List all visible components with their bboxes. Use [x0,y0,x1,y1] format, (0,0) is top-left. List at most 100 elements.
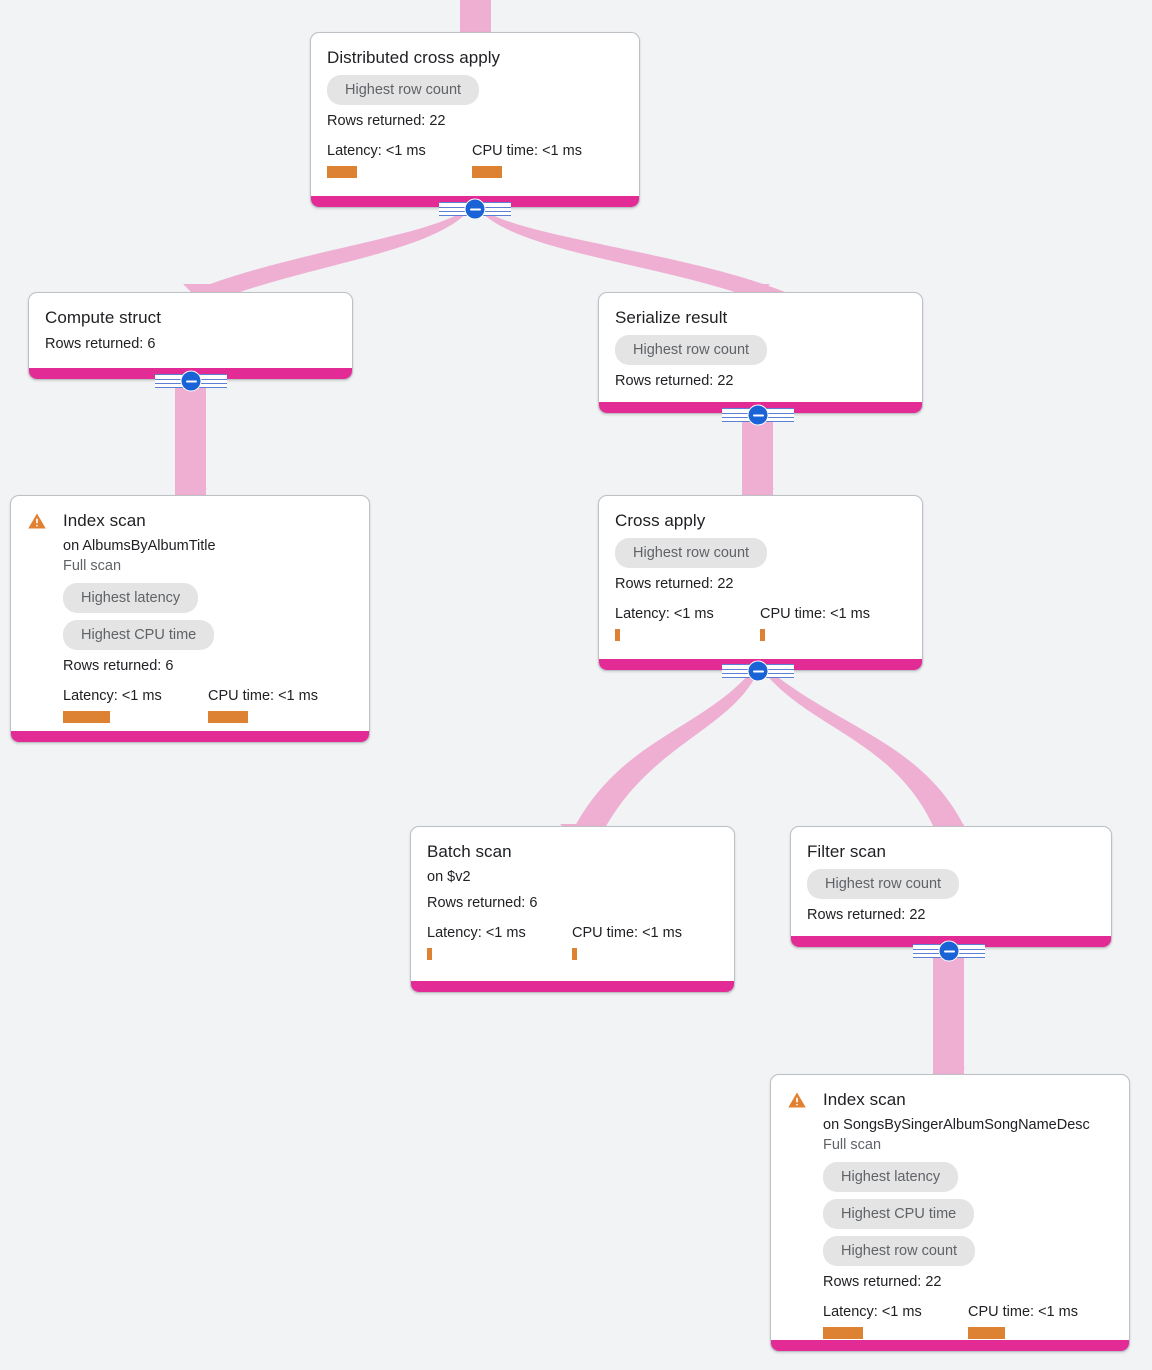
collapse-toggle-cross-apply[interactable] [722,660,794,682]
badge-highest-cpu-time: Highest CPU time [63,620,215,650]
badge-list: Highest latency [63,576,353,613]
node-body: Filter scan Highest row count Rows retur… [791,827,1111,939]
plan-node-distributed-cross-apply[interactable]: Distributed cross apply Highest row coun… [310,32,640,208]
collapse-toggle-compute-struct[interactable] [155,370,227,392]
plan-node-index-scan-songs[interactable]: Index scan on SongsBySingerAlbumSongName… [770,1074,1130,1352]
rows-returned: Rows returned: 22 [327,113,446,129]
cpu-bar [472,166,502,178]
node-title: Index scan [63,511,146,530]
node-accent-bar [11,731,369,742]
node-body: Index scan on SongsBySingerAlbumSongName… [771,1075,1129,1351]
scan-target: on AlbumsByAlbumTitle [63,538,216,554]
cpu-bar [760,629,765,641]
latency-metric: Latency: <1 ms [615,605,760,641]
node-title-row: Distributed cross apply [327,47,623,68]
node-body: Index scan on AlbumsByAlbumTitle Full sc… [11,496,369,737]
rows-returned: Rows returned: 22 [807,907,926,923]
cpu-metric: CPU time: <1 ms [472,142,582,178]
cpu-label: CPU time: <1 ms [208,688,318,704]
cpu-bar [968,1327,1005,1339]
metrics-row: Latency: <1 ms CPU time: <1 ms [427,924,718,960]
latency-metric: Latency: <1 ms [63,687,208,723]
badge-list: Highest row count [615,531,906,568]
rows-returned: Rows returned: 22 [615,576,734,592]
node-details: on SongsBySingerAlbumSongNameDesc Full s… [787,1115,1113,1339]
warning-triangle-icon [788,1092,806,1108]
plan-node-compute-struct[interactable]: Compute struct Rows returned: 6 [28,292,353,380]
badge-highest-row-count: Highest row count [807,869,960,899]
rows-returned: Rows returned: 6 [427,895,538,911]
minus-icon [747,660,769,682]
scan-type: Full scan [823,1137,882,1153]
latency-label: Latency: <1 ms [63,688,162,704]
node-title-row: Filter scan [807,841,1095,862]
node-title: Compute struct [45,308,161,327]
node-body: Compute struct Rows returned: 6 [29,293,352,368]
cpu-metric: CPU time: <1 ms [968,1303,1078,1339]
minus-icon [464,198,486,220]
collapse-toggle-filter-scan[interactable] [913,940,985,962]
cpu-label: CPU time: <1 ms [760,606,870,622]
latency-bar [615,629,620,641]
node-body: Cross apply Highest row count Rows retur… [599,496,922,655]
node-title: Batch scan [427,842,512,861]
node-body: Distributed cross apply Highest row coun… [311,33,639,192]
badge-highest-latency: Highest latency [823,1162,959,1192]
metrics-row: Latency: <1 ms CPU time: <1 ms [63,687,353,723]
cpu-metric: CPU time: <1 ms [760,605,870,641]
edge-filter-scan-to-index-scan [933,950,964,1080]
cpu-label: CPU time: <1 ms [572,925,682,941]
node-accent-bar [411,981,734,992]
latency-bar [63,711,110,723]
cpu-bar [572,948,577,960]
badge-highest-row-count: Highest row count [327,75,480,105]
scan-target: on $v2 [427,869,471,885]
latency-metric: Latency: <1 ms [823,1303,968,1339]
collapse-toggle-distributed-cross-apply[interactable] [439,198,511,220]
rows-returned: Rows returned: 6 [63,658,174,674]
badge-highest-row-count: Highest row count [615,335,768,365]
node-title: Distributed cross apply [327,48,501,67]
node-title: Serialize result [615,308,728,327]
cpu-bar [208,711,248,723]
latency-bar [327,166,357,178]
node-body: Batch scan on $v2 Rows returned: 6 Laten… [411,827,734,974]
cpu-metric: CPU time: <1 ms [208,687,318,723]
scan-type: Full scan [63,558,122,574]
badge-list: Highest CPU time [823,1192,1113,1229]
rows-returned: Rows returned: 22 [615,373,734,389]
latency-bar [427,948,432,960]
plan-node-serialize-result[interactable]: Serialize result Highest row count Rows … [598,292,923,414]
latency-label: Latency: <1 ms [823,1304,922,1320]
metrics-row: Latency: <1 ms CPU time: <1 ms [327,142,623,178]
node-title-row: Compute struct [45,307,336,328]
rows-returned: Rows returned: 6 [45,336,156,352]
node-title-row: Batch scan [427,841,718,862]
plan-node-batch-scan[interactable]: Batch scan on $v2 Rows returned: 6 Laten… [410,826,735,993]
minus-icon [938,940,960,962]
badge-list: Highest row count [807,862,1095,899]
plan-node-cross-apply[interactable]: Cross apply Highest row count Rows retur… [598,495,923,671]
edge-compute-struct-to-index-scan [175,380,206,495]
plan-node-filter-scan[interactable]: Filter scan Highest row count Rows retur… [790,826,1112,948]
edge-root-to-compute-struct [190,212,468,292]
latency-metric: Latency: <1 ms [327,142,472,178]
badge-list: Highest CPU time [63,613,353,650]
node-accent-bar [771,1340,1129,1351]
node-title: Cross apply [615,511,706,530]
badge-list: Highest latency [823,1155,1113,1192]
node-body: Serialize result Highest row count Rows … [599,293,922,405]
latency-metric: Latency: <1 ms [427,924,572,960]
metrics-row: Latency: <1 ms CPU time: <1 ms [615,605,906,641]
latency-bar [823,1327,863,1339]
badge-highest-row-count: Highest row count [823,1236,976,1266]
collapse-toggle-serialize-result[interactable] [722,404,794,426]
node-title-row: Index scan [787,1089,1113,1110]
rows-returned: Rows returned: 22 [823,1274,942,1290]
latency-label: Latency: <1 ms [327,143,426,159]
plan-node-index-scan-albums[interactable]: Index scan on AlbumsByAlbumTitle Full sc… [10,495,370,743]
edge-root-to-serialize-result [481,212,785,292]
badge-list: Highest row count [327,68,623,105]
minus-icon [180,370,202,392]
